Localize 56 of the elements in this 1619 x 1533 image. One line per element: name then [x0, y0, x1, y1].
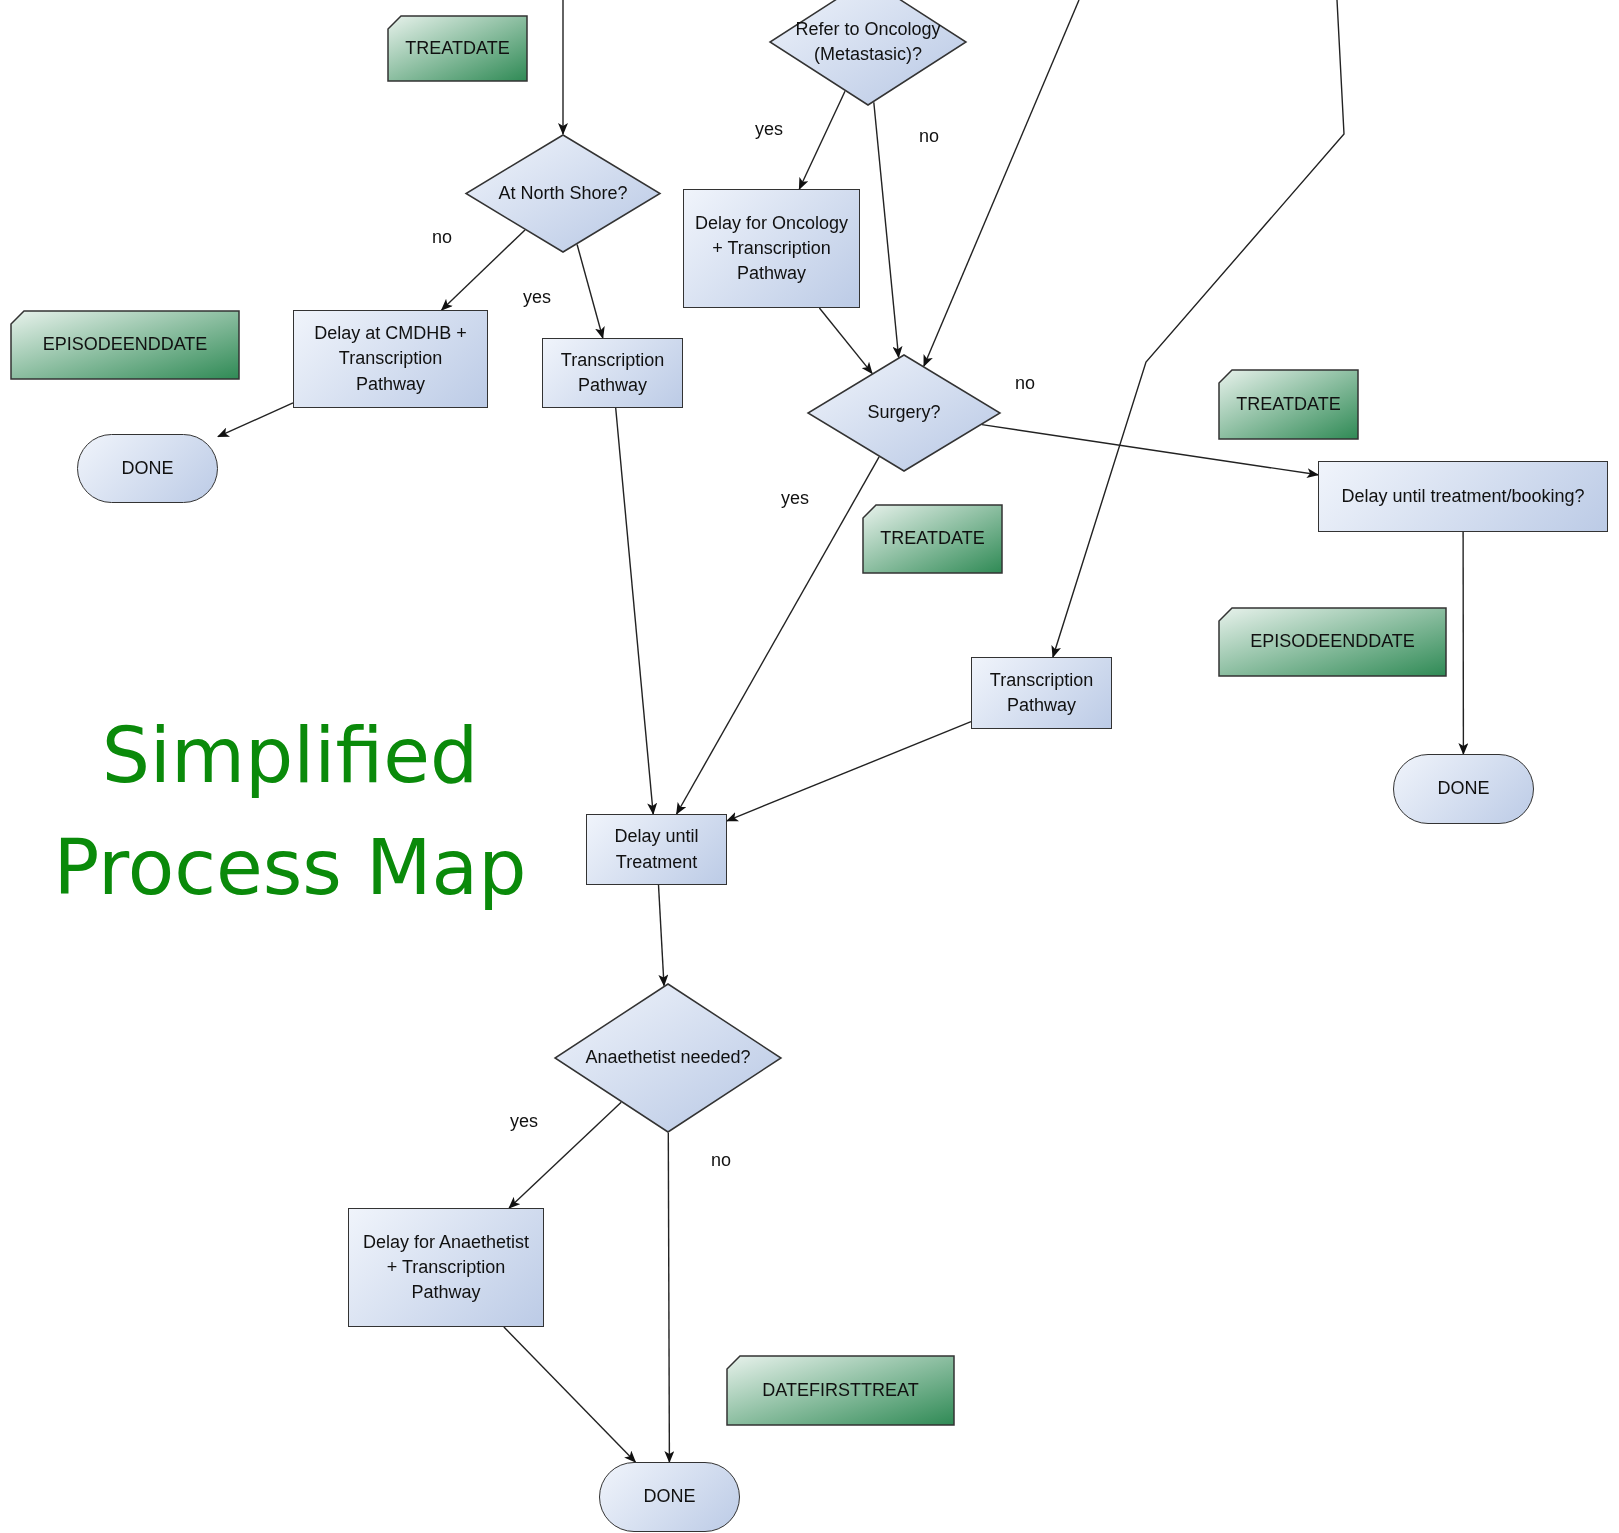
- node-label: Delay until treatment/booking?: [1341, 484, 1585, 508]
- decision-diamond: [769, 0, 967, 106]
- arrow: [726, 721, 972, 822]
- decision-diamond: [465, 134, 661, 253]
- node-label: DATEFIRSTTREAT: [762, 1378, 919, 1402]
- arrow: [981, 423, 1319, 479]
- process-box: [1318, 461, 1608, 532]
- arrow: [217, 402, 294, 438]
- process-box: [586, 814, 727, 885]
- data-tag: [1218, 369, 1359, 440]
- node-label: Surgery?: [867, 401, 941, 425]
- arrow: [508, 1101, 622, 1209]
- node-label: TREATDATE: [880, 527, 985, 551]
- arrow: [923, 0, 1080, 367]
- process-box: [542, 338, 683, 408]
- arrow: [503, 1326, 637, 1463]
- decision-diamond: [807, 354, 1001, 472]
- node-label: Delay until Treatment: [613, 825, 700, 874]
- arrow: [873, 101, 903, 359]
- node-label: DONE: [1437, 777, 1490, 801]
- arrow: [657, 884, 669, 987]
- node-label: Refer to Oncology (Metastasic)?: [794, 17, 942, 66]
- arrow: [818, 307, 873, 375]
- node-label: Delay for Anaethetist + Transcription Pathway: [361, 1230, 531, 1305]
- process-box: [348, 1208, 544, 1327]
- process-box: [293, 310, 488, 408]
- arrow: [798, 90, 846, 190]
- data-tag: [1218, 607, 1447, 677]
- node-label: Transcription Pathway: [988, 668, 1095, 717]
- data-tag: [862, 504, 1003, 574]
- arrow: [615, 407, 658, 815]
- process-box: [683, 189, 860, 308]
- arrow: [675, 456, 880, 815]
- node-label: EPISODEENDDATE: [1250, 630, 1415, 654]
- decision-diamond: [554, 983, 782, 1133]
- data-tag: [726, 1355, 955, 1426]
- node-label: DONE: [121, 456, 174, 480]
- arrow: [440, 229, 526, 311]
- node-label: Transcription Pathway: [559, 348, 666, 397]
- arrow: [1458, 531, 1469, 755]
- arrow: [664, 1132, 675, 1463]
- node-label: At North Shore?: [498, 181, 628, 205]
- node-label: TREATDATE: [1236, 392, 1341, 416]
- node-label: Delay for Oncology + Transcription Pathway: [693, 211, 850, 286]
- node-label: Anaethetist needed?: [585, 1046, 751, 1070]
- node-label: DONE: [643, 1485, 696, 1509]
- title: Simplified Process Map: [52, 710, 528, 914]
- data-tag: [10, 310, 240, 380]
- data-tag: [387, 15, 528, 82]
- process-box: [971, 657, 1112, 729]
- node-label: EPISODEENDDATE: [42, 333, 208, 357]
- node-label: Delay at CMDHB + Transcription Pathway: [313, 322, 468, 396]
- arrow: [1051, 0, 1345, 658]
- arrow: [576, 243, 605, 339]
- node-label: TREATDATE: [405, 36, 510, 60]
- arrow: [558, 0, 568, 135]
